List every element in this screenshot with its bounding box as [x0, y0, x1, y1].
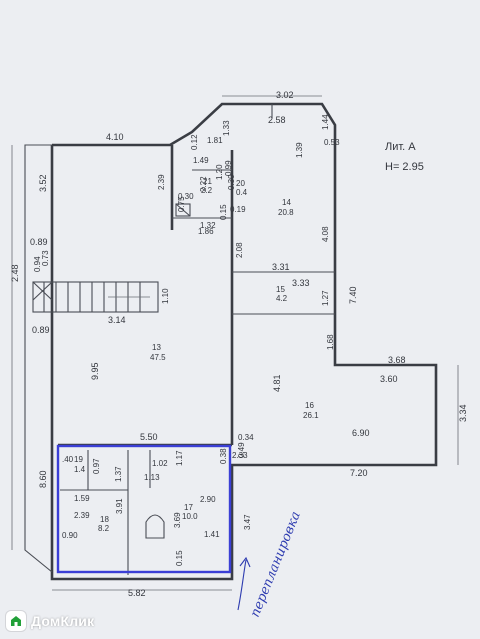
dim-368: 3.68	[388, 355, 406, 365]
dim-740: 7.40	[348, 286, 358, 304]
toilet-fixture	[145, 514, 165, 539]
dim-233: 2.33	[232, 451, 248, 460]
dim-144: 1.44	[321, 114, 330, 130]
room-16-area: 26.1	[303, 411, 319, 420]
dim-040: .40	[62, 455, 74, 464]
dim-408: 4.08	[321, 226, 330, 242]
handwritten-arrow	[237, 559, 247, 611]
dim-113: 1.13	[144, 473, 160, 482]
room-18-area: 8.2	[98, 524, 110, 533]
domclick-logo-icon	[6, 611, 26, 631]
dim-720: 7.20	[350, 468, 368, 478]
dim-012: 0.12	[190, 134, 199, 150]
dim-097: 0.97	[92, 458, 101, 474]
dim-102: 1.02	[152, 459, 168, 468]
dim-030b: 0.30	[227, 174, 236, 190]
dim-410: 4.10	[106, 132, 124, 142]
dim-090: 0.90	[62, 531, 78, 540]
staircase	[32, 281, 159, 313]
dim-120: 1.20	[215, 164, 224, 180]
utility-box	[175, 203, 191, 217]
dim-034: 0.34	[238, 433, 254, 442]
highlighted-redevelopment-zone	[56, 444, 232, 574]
dim-089b: 0.89	[32, 325, 50, 335]
dim-075: 0.75	[177, 196, 186, 212]
dim-137: 1.37	[114, 466, 123, 482]
dim-094: 0.94	[33, 256, 42, 272]
dim-099: 0.99	[224, 160, 233, 176]
watermark-logo: ДомКлик	[6, 608, 94, 634]
dim-208: 2.08	[235, 242, 244, 258]
room-20-area: 0.4	[236, 188, 248, 197]
dim-302: 3.02	[276, 90, 294, 100]
room-15-area: 4.2	[276, 294, 288, 303]
room-16-number: 16	[305, 401, 314, 410]
utility-box-cross	[175, 203, 191, 217]
room-13-area: 47.5	[150, 353, 166, 362]
dim-159: 1.59	[74, 494, 90, 503]
dim-995: 9.95	[90, 362, 100, 380]
room-18-number: 18	[100, 515, 109, 524]
lit-label: Лит. А	[385, 141, 416, 153]
dim-334: 3.34	[458, 404, 468, 422]
dim-015: 0.15	[219, 204, 228, 220]
dim-038: 0.38	[219, 448, 228, 464]
room-14-number: 14	[282, 198, 291, 207]
room-14-area: 20.8	[278, 208, 294, 217]
dim-690: 6.90	[352, 428, 370, 438]
outer-wall	[50, 102, 438, 581]
room-20-number: 20	[236, 179, 245, 188]
dim-149: 1.49	[193, 156, 209, 165]
dim-053: 0.53	[324, 138, 340, 147]
watermark-brand: ДомКлик	[31, 613, 95, 629]
dim-352: 3.52	[38, 174, 48, 192]
dim-222: 2.22	[199, 176, 208, 192]
dim-331: 3.31	[272, 262, 290, 272]
dim-133: 1.33	[222, 120, 231, 136]
dim-582: 5.82	[128, 588, 146, 598]
dim-181: 1.81	[207, 136, 223, 145]
dim-068: 1.68	[326, 334, 335, 350]
dim-139: 1.39	[295, 142, 304, 158]
dim-248: 2.48	[10, 264, 20, 282]
room-17-area: 10.0	[182, 512, 198, 521]
dim-481: 4.81	[272, 374, 282, 392]
room-19-number: 19	[74, 455, 83, 464]
dim-239b: 2.39	[74, 511, 90, 520]
dim-073: 0.73	[41, 250, 50, 266]
room-15-number: 15	[276, 285, 285, 294]
dim-132: 1.32	[200, 221, 216, 230]
dim-015b: 0.15	[175, 550, 184, 566]
room-17-number: 17	[184, 503, 193, 512]
dim-360: 3.60	[380, 374, 398, 384]
dim-127: 1.27	[321, 290, 330, 306]
dim-030a: 0.30	[178, 192, 194, 201]
dim-186: 1.86	[198, 227, 214, 236]
room-21-area: 2.2	[201, 186, 213, 195]
dim-258: 2.58	[268, 115, 286, 125]
dim-089a: 0.89	[30, 237, 48, 247]
dim-117: 1.17	[175, 450, 184, 466]
dim-019: 0.19	[230, 205, 246, 214]
dim-110: 1.10	[161, 288, 170, 304]
dim-550: 5.50	[140, 432, 158, 442]
dim-049: 0.49	[237, 442, 246, 458]
dim-314: 3.14	[108, 315, 126, 325]
left-annex-wall	[24, 144, 53, 573]
dim-141: 1.41	[204, 530, 220, 539]
dim-369: 3.69	[173, 512, 182, 528]
dim-391: 3.91	[115, 498, 124, 514]
dim-290: 2.90	[200, 495, 216, 504]
room-19-area: 1.4	[74, 465, 86, 474]
handwritten-arrowhead	[239, 556, 251, 568]
dim-347: 3.47	[243, 514, 252, 530]
room-21-number: 21	[203, 177, 212, 186]
dim-239a: 2.39	[157, 174, 166, 190]
room-13-number: 13	[152, 343, 161, 352]
height-label: Н= 2.95	[385, 161, 424, 173]
dim-333: 3.33	[292, 278, 310, 288]
dim-860: 8.60	[38, 470, 48, 488]
